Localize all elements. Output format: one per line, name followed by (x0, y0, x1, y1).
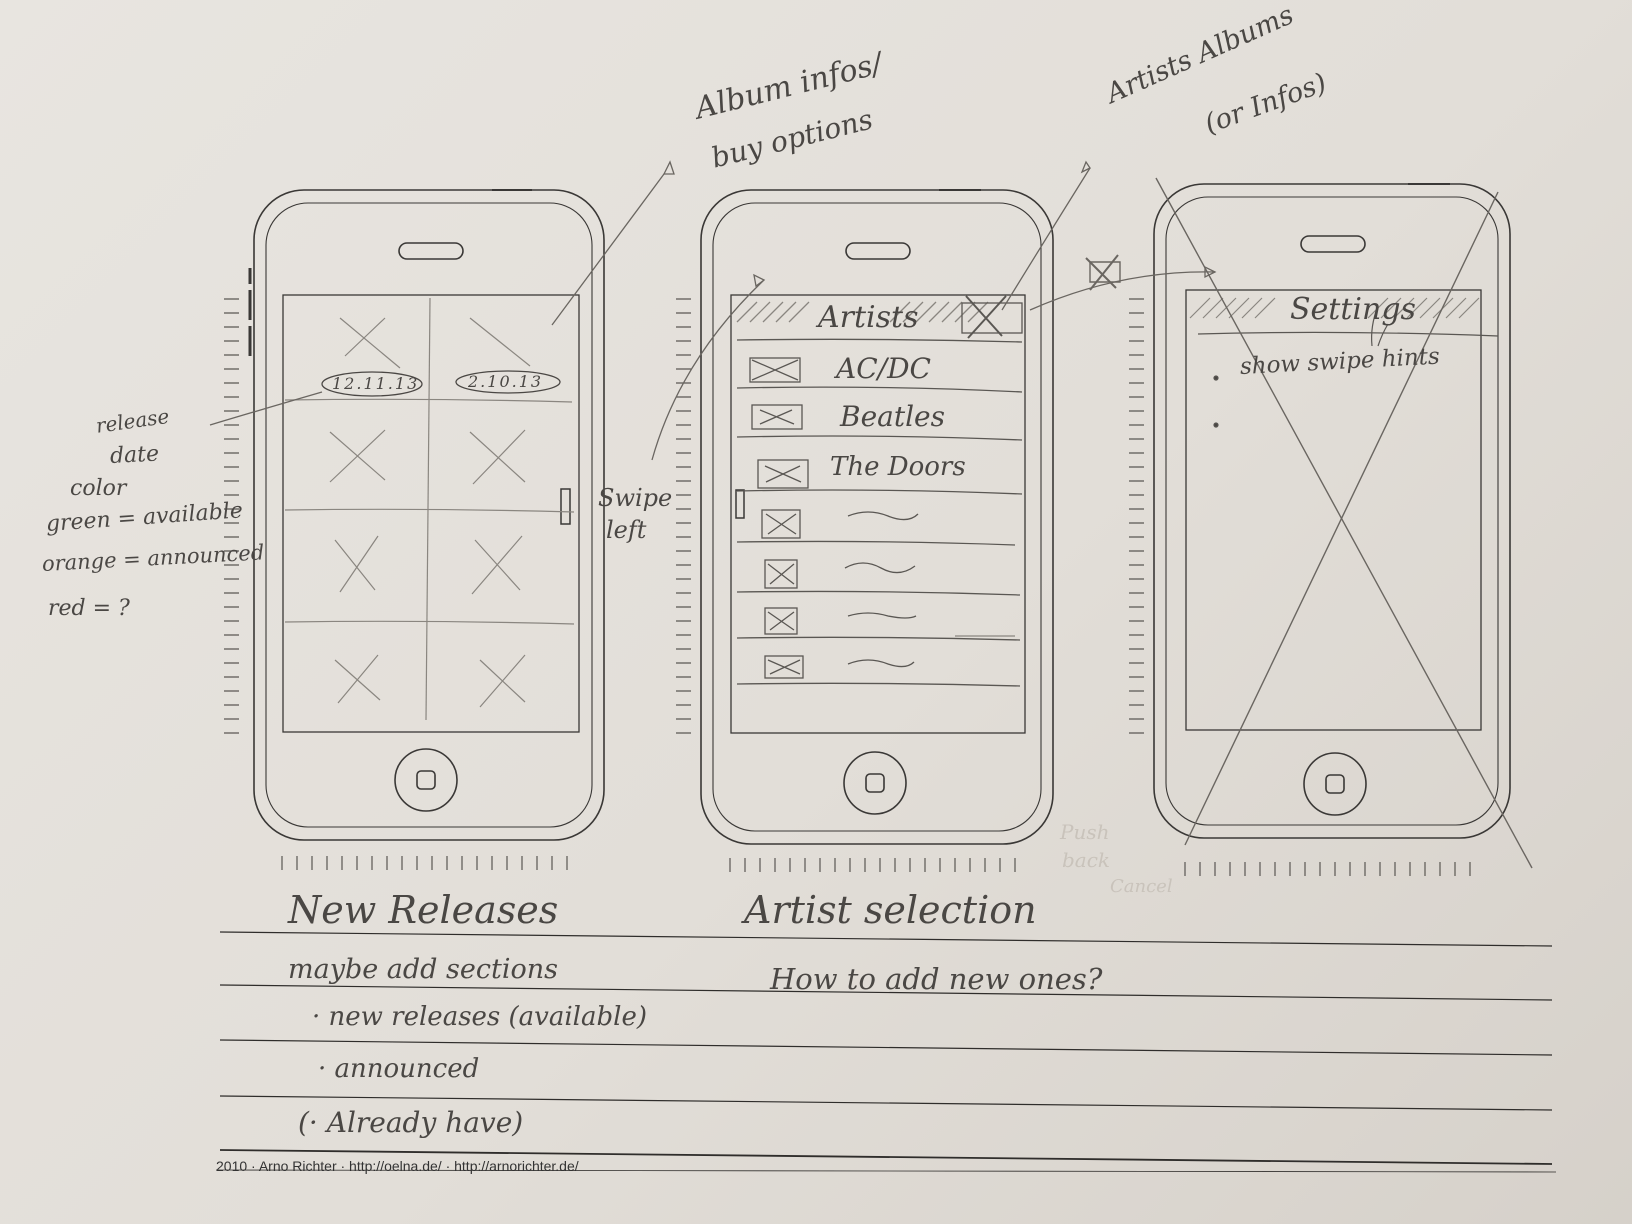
artists-screen-header: Artists (818, 300, 919, 335)
release-date-2: 2.10.13 (468, 372, 544, 391)
artist-list-sketch (736, 295, 1023, 687)
release-note-line3: color (70, 476, 127, 501)
artist-row-3: The Doors (830, 452, 966, 482)
bullet-new-releases: · new releases (available) (312, 1002, 647, 1032)
artist-selection-title: Artist selection (744, 888, 1037, 932)
release-note-line2: date (109, 441, 160, 469)
settings-cross-out (1155, 177, 1533, 869)
red-unknown-note: red = ? (48, 596, 130, 621)
bullet-announced: · announced (318, 1054, 480, 1084)
ruler-ticks (224, 298, 1471, 876)
swipe-note-line2: left (606, 516, 647, 544)
notebook-lines (215, 931, 1557, 1173)
maybe-add-sections-note: maybe add sections (288, 954, 558, 985)
phone-settings (1153, 183, 1511, 839)
bullet-already-have: (· Already have) (298, 1106, 524, 1139)
new-releases-grid (284, 297, 575, 721)
artist-row-1: AC/DC (836, 352, 931, 385)
new-releases-title: New Releases (288, 888, 559, 932)
release-date-1: 12.11.13 (332, 374, 420, 393)
settings-sketch (1189, 297, 1499, 428)
how-to-add-note: How to add new ones? (770, 962, 1103, 996)
phone-new-releases (248, 189, 605, 841)
push-back-note-line3: Cancel (1110, 876, 1173, 897)
swipe-note-line1: Swipe (598, 484, 673, 512)
footer-credit: 2010 · Arno Richter · http://oelna.de/ ·… (216, 1158, 579, 1174)
settings-screen-header: Settings (1290, 292, 1416, 327)
annotation-arrows (209, 160, 1217, 461)
phone-artist-selection (700, 189, 1054, 845)
artist-row-2: Beatles (840, 400, 945, 433)
push-back-note-line1: Push (1060, 820, 1110, 844)
push-back-note-line2: back (1062, 848, 1111, 872)
date-pill-group (321, 370, 561, 397)
